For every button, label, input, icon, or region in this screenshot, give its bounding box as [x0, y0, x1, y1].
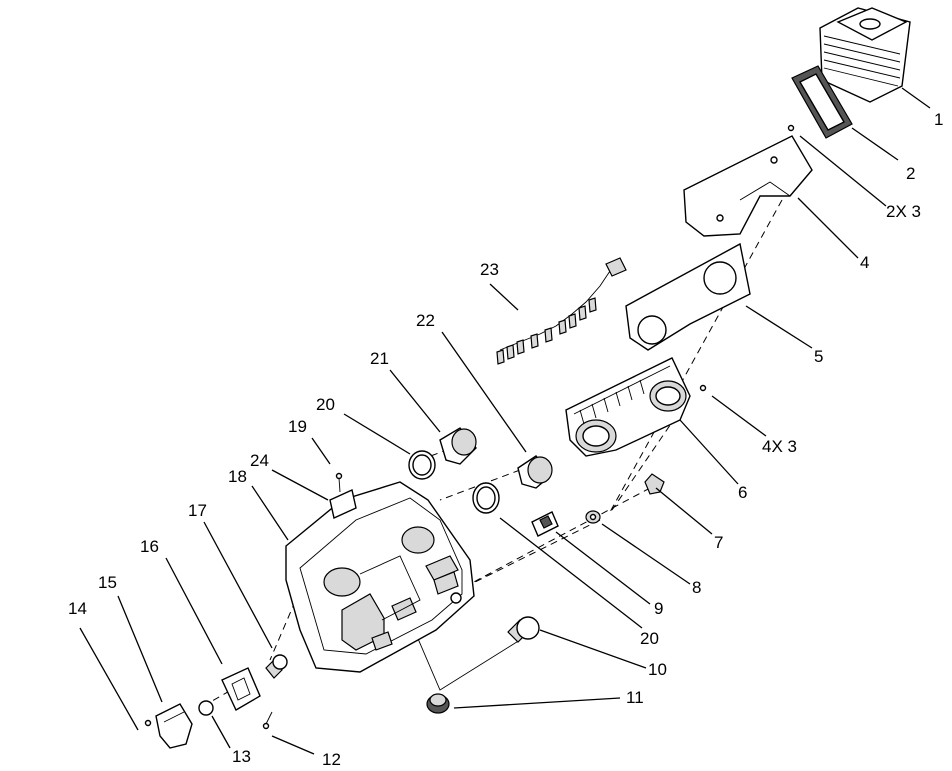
harness-connector [578, 305, 587, 321]
part-19-screw [335, 472, 343, 493]
leader-lines [79, 87, 931, 755]
harness-connector [588, 297, 597, 313]
part-20-ring-upper [408, 450, 436, 480]
callout-23: 23 [480, 260, 499, 279]
callout-17: 17 [188, 501, 207, 520]
part-6-gauge-bezel [565, 357, 707, 457]
part-21-gauge [439, 427, 477, 465]
harness-connector [544, 327, 553, 343]
callout-15: 15 [98, 573, 117, 592]
callout-2x3: 2X 3 [886, 202, 921, 221]
harness-connector [506, 344, 515, 360]
harness-connector [558, 319, 567, 335]
part-10-lamp [507, 616, 540, 643]
harness-connector [568, 313, 577, 329]
part-17-bulb [265, 654, 288, 679]
part-23-wiring-harness [496, 257, 627, 365]
callout-14: 14 [68, 599, 87, 618]
callout-4: 4 [860, 253, 869, 272]
callout-18: 18 [228, 467, 247, 486]
callout-24: 24 [250, 451, 269, 470]
part-13-bulb [198, 700, 214, 716]
harness-connector [516, 339, 525, 355]
callout-13: 13 [232, 747, 251, 766]
harness-connector [496, 349, 505, 365]
part-4-bracket [683, 124, 813, 237]
callout-10: 10 [648, 660, 667, 679]
callout-5: 5 [814, 347, 823, 366]
part-5-plate [625, 242, 751, 351]
part-20-ring-lower [472, 482, 500, 514]
callout-19: 19 [288, 417, 307, 436]
part-15-holder [155, 703, 193, 749]
callout-8: 8 [692, 578, 701, 597]
part-7-switch-cap [644, 473, 665, 495]
part-2-gasket [791, 65, 853, 139]
part-1-cover [819, 7, 911, 103]
part-11-socket [426, 693, 450, 714]
callout-16: 16 [140, 537, 159, 556]
part-14-screw [144, 719, 152, 727]
callout-9: 9 [654, 599, 663, 618]
callout-2: 2 [906, 164, 915, 183]
part-22-gauge [517, 455, 553, 489]
part-18-dash-panel [285, 481, 475, 673]
part-24-clip [329, 489, 357, 519]
part-8-nut [585, 510, 601, 524]
callout-1: 1 [934, 110, 943, 129]
callout-22: 22 [416, 311, 435, 330]
callout-20-upper: 20 [316, 395, 335, 414]
callout-4x3: 4X 3 [762, 437, 797, 456]
part-16-bracket [221, 667, 261, 711]
part-9-switch [531, 511, 559, 537]
callout-20-lower: 20 [640, 629, 659, 648]
part-12-screw [262, 711, 273, 730]
callout-7: 7 [714, 533, 723, 552]
harness-connector [530, 333, 539, 349]
callout-11: 11 [626, 688, 644, 707]
callout-12: 12 [322, 750, 341, 769]
callout-21: 21 [370, 349, 389, 368]
callout-6: 6 [738, 483, 747, 502]
callout-labels: 1 2 2X 3 4 5 4X 3 6 7 8 9 20 10 11 12 13… [68, 110, 943, 769]
